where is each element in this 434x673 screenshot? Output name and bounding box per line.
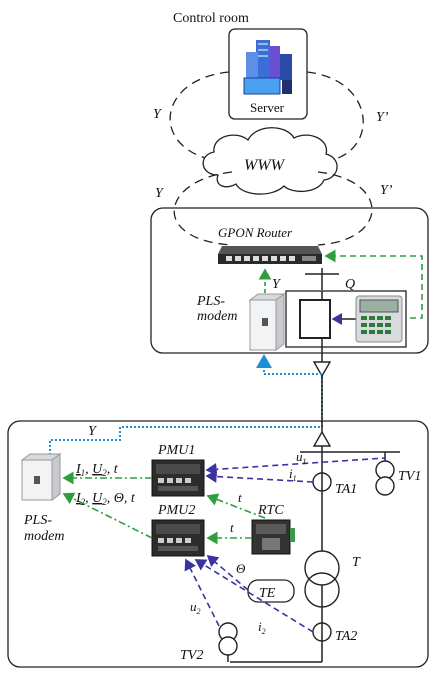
y-label-top-left: Y xyxy=(153,107,163,122)
pmu1-label: PMU1 xyxy=(157,443,195,458)
breaker-q xyxy=(299,299,331,339)
i2-label: i2 xyxy=(258,619,266,636)
link-ta1-pmu1 xyxy=(205,470,314,483)
pmu2-label: PMU2 xyxy=(157,503,195,518)
www-cloud xyxy=(202,127,338,195)
transformer-t-symbol xyxy=(304,550,340,608)
link-www-router-left xyxy=(173,171,233,246)
link-rtc-pmu1 xyxy=(206,493,266,519)
i1-label: i1 xyxy=(289,466,297,483)
tv2-symbol xyxy=(218,622,238,656)
breaker-controller-frame xyxy=(285,290,407,348)
t-label-2: t xyxy=(230,520,234,535)
link-pmu2-modem xyxy=(62,492,153,539)
upper-modem-label-2: modem xyxy=(197,309,237,324)
lower-substation-frame xyxy=(7,420,429,668)
gpon-router-icon xyxy=(218,246,322,264)
upper-plc-modem-icon xyxy=(248,293,286,351)
upper-modem-label-1: PLS- xyxy=(196,294,225,309)
y-plc-label: Y xyxy=(88,424,98,439)
transformer-label: T xyxy=(352,555,361,570)
upper-substation-frame xyxy=(150,207,429,354)
te-box xyxy=(247,579,295,603)
rtc-label: RTC xyxy=(257,503,284,518)
link-ta2-pmu2 xyxy=(194,559,314,633)
www-label: WWW xyxy=(244,157,286,174)
coupling-top xyxy=(312,361,332,378)
rtc-device-icon xyxy=(251,519,295,555)
y-modem-router-label: Y xyxy=(272,277,282,292)
y-label-bottom-left: Y xyxy=(155,186,165,201)
ta2-label: TA2 xyxy=(335,629,357,644)
t-label-1: t xyxy=(238,490,242,505)
lower-plc-modem-icon xyxy=(20,453,62,501)
tv1-label: TV1 xyxy=(398,469,421,484)
server-label: Server xyxy=(250,100,285,115)
theta-label: Θ xyxy=(236,561,246,576)
server-icon xyxy=(243,40,292,95)
pmu2-signals-label: I2, U2, Θ, t xyxy=(75,491,136,507)
link-tv1-pmu1 xyxy=(205,457,386,476)
gpon-router-label: GPON Router xyxy=(218,225,293,240)
link-controller-router xyxy=(324,249,423,319)
lower-modem-label-1: PLS- xyxy=(23,513,52,528)
breaker-q-label: Q xyxy=(345,277,355,292)
y-prime-label-bottom-right: Y’ xyxy=(380,183,393,198)
tv2-label: TV2 xyxy=(180,648,203,663)
link-www-router-right xyxy=(317,171,373,246)
te-label: TE xyxy=(259,586,276,601)
pmu2-device-icon xyxy=(151,519,205,557)
pmu1-signals-label: I1, U2, t xyxy=(75,462,119,478)
link-te-pmu2 xyxy=(206,554,249,591)
link-server-www-right xyxy=(306,71,364,163)
u2-label: u2 xyxy=(190,599,201,616)
u1-label: u1 xyxy=(296,449,307,466)
coupling-bottom xyxy=(312,430,332,447)
lower-modem-label-2: modem xyxy=(24,529,64,544)
pmu1-device-icon xyxy=(151,459,205,497)
link-tv2-pmu2 xyxy=(184,558,220,627)
y-prime-label-top-right: Y’ xyxy=(376,110,389,125)
breaker-controller-icon xyxy=(355,295,403,343)
plc-link-upper-modem xyxy=(256,354,323,378)
control-room-title: Control room xyxy=(173,11,249,26)
tv1-symbol xyxy=(375,460,395,496)
ta1-label: TA1 xyxy=(335,482,357,497)
